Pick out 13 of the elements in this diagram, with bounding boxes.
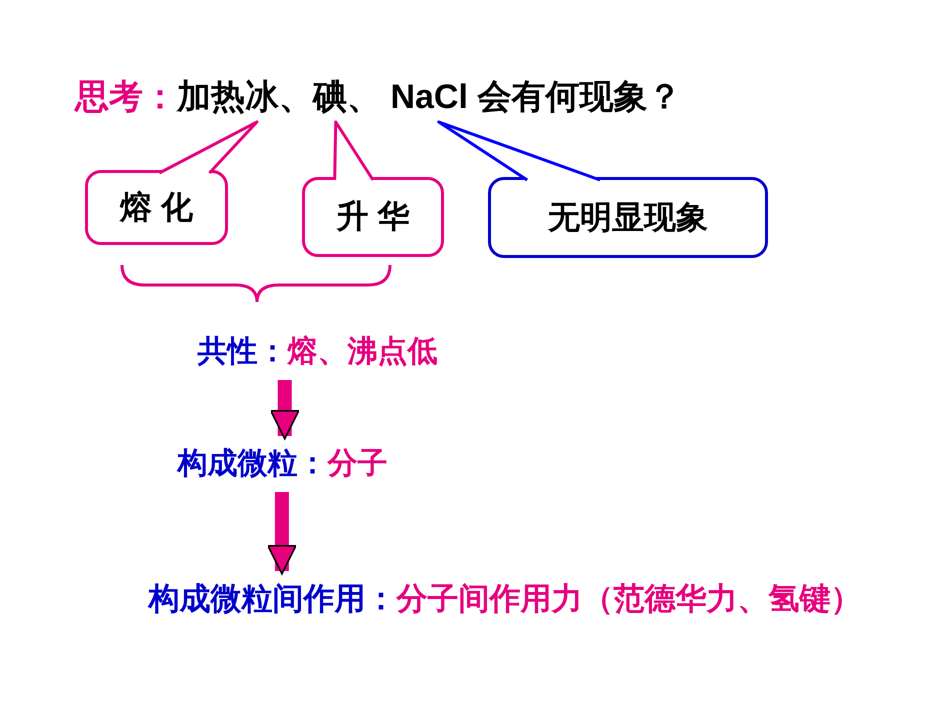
callout-text: 升 华 <box>336 197 410 236</box>
callout-bubble <box>85 170 228 245</box>
callout-tail <box>437 120 602 182</box>
statement-text: 思考：加热冰、碘、 NaCl 会有何现象？ <box>75 77 682 118</box>
callout-tail <box>333 120 374 182</box>
arrow <box>267 492 297 575</box>
callout-text: 无明显现象 <box>548 198 708 236</box>
callout-text: 熔 化 <box>120 188 193 226</box>
statement-text: 构成微粒：分子 <box>178 446 388 482</box>
statement-text: 构成微粒间作用：分子间作用力（范德华力、氢键） <box>148 580 862 618</box>
statement-text: 共性：熔、沸点低 <box>198 334 438 370</box>
callout-tail <box>158 120 258 174</box>
arrow <box>270 380 300 440</box>
